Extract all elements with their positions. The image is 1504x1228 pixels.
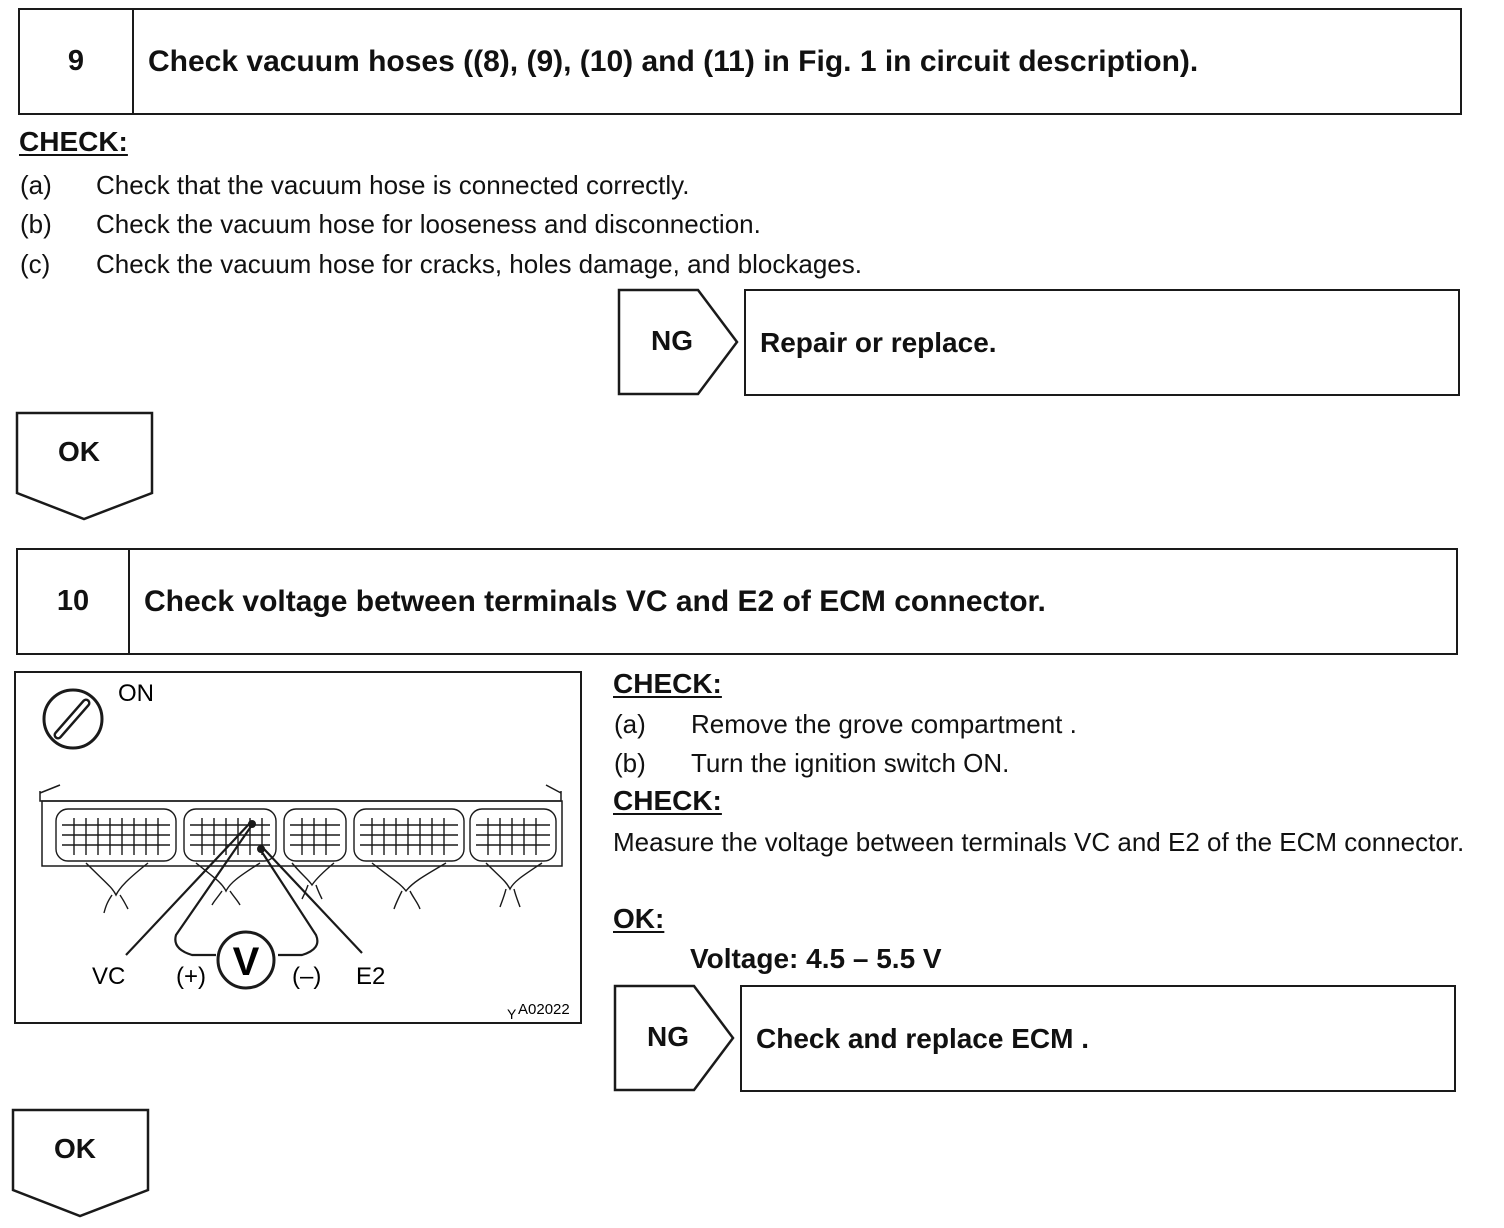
step-10-ng-label: NG	[647, 1021, 689, 1052]
step-10-ok-arrow	[11, 1108, 150, 1218]
step-10-header: 10 Check voltage between terminals VC an…	[16, 548, 1458, 655]
plus-label: (+)	[176, 963, 206, 990]
voltmeter-label: V	[233, 940, 260, 984]
step-9-item-b-text: Check the vacuum hose for looseness and …	[96, 209, 761, 239]
figure-id: A02022	[518, 1001, 570, 1018]
step-10-item-a-letter: (a)	[614, 709, 646, 739]
step-9-check-heading: CHECK:	[19, 126, 128, 157]
step-9-ng-label: NG	[651, 325, 693, 356]
step-10-ok-label: OK	[54, 1133, 96, 1164]
e2-terminal-dot	[257, 845, 265, 853]
step-10-voltage-spec: Voltage: 4.5 – 5.5 V	[690, 943, 942, 974]
vc-terminal-dot	[248, 820, 256, 828]
step-9-ng-result: Repair or replace.	[744, 289, 1460, 396]
step-10-measure-text: Measure the voltage between terminals VC…	[613, 827, 1465, 857]
step-9-title: Check vacuum hoses ((8), (9), (10) and (…	[148, 44, 1199, 78]
step-10-item-b-letter: (b)	[614, 748, 646, 778]
step-10-item-a-text: Remove the grove compartment .	[691, 709, 1077, 739]
step-10-ng-result: Check and replace ECM .	[740, 985, 1456, 1092]
step-10-item-b-text: Turn the ignition switch ON.	[691, 748, 1010, 778]
e2-label: E2	[356, 963, 385, 990]
probe-leads	[125, 822, 363, 957]
ecm-connector-diagram: V ON VC (+) (–) E2 Y A02022	[39, 680, 570, 1021]
step-9-item-c-text: Check the vacuum hose for cracks, holes …	[96, 249, 862, 279]
ecm-connector-housing	[39, 784, 563, 867]
step-10-ok-heading: OK:	[613, 903, 665, 934]
wire-harness	[85, 862, 543, 914]
step-10-number: 10	[18, 550, 130, 653]
figure-prefix: Y	[507, 1006, 517, 1021]
voltmeter-icon	[216, 930, 276, 990]
ignition-on-label: ON	[118, 680, 154, 707]
step-9-number: 9	[20, 10, 134, 113]
ignition-switch-icon	[42, 688, 104, 750]
step-9-ng-arrow	[617, 288, 739, 396]
step-9-ok-label: OK	[58, 436, 100, 467]
vc-label: VC	[92, 963, 125, 990]
step-9-ok-arrow	[15, 411, 154, 521]
step-9-header: 9 Check vacuum hoses ((8), (9), (10) and…	[18, 8, 1462, 115]
step-10-title: Check voltage between terminals VC and E…	[144, 584, 1046, 618]
step-10-check-heading-2: CHECK:	[613, 785, 722, 816]
step-10-ng-arrow	[613, 984, 735, 1092]
step-9-item-a-letter: (a)	[20, 170, 52, 200]
ecm-connector-figure: V ON VC (+) (–) E2 Y A02022	[14, 671, 582, 1024]
step-9-item-c-letter: (c)	[20, 249, 51, 279]
connector-blocks	[55, 808, 557, 862]
step-9-item-b-letter: (b)	[20, 209, 52, 239]
minus-label: (–)	[292, 963, 321, 990]
step-10-check-heading-1: CHECK:	[613, 668, 722, 699]
step-9-item-a-text: Check that the vacuum hose is connected …	[96, 170, 690, 200]
